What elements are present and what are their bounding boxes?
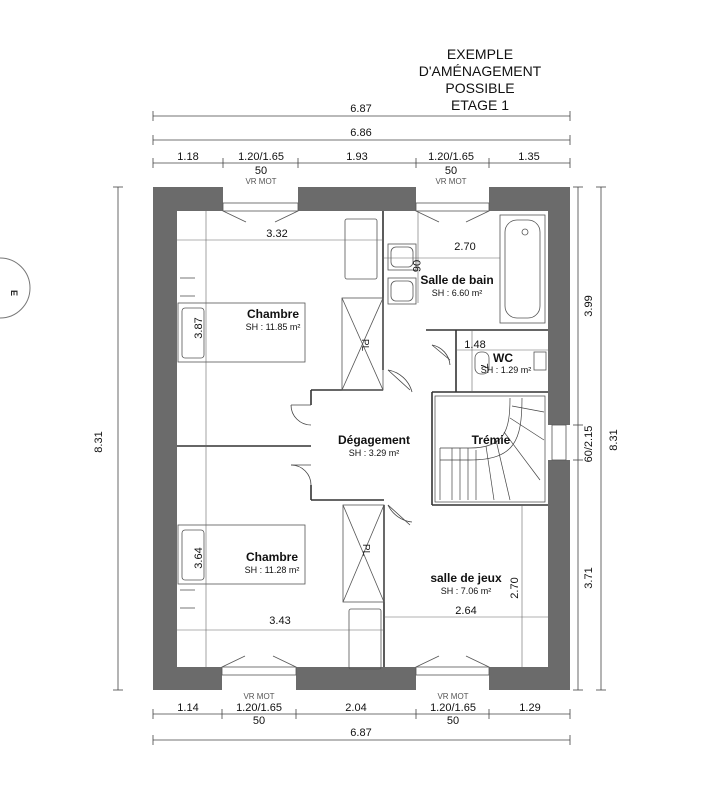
interior-walls (177, 211, 548, 667)
dim-top-seg-4: 1.20/1.65 (428, 151, 474, 163)
dim-bottom-seg-2: 1.20/1.65 (236, 702, 282, 714)
closet-label-2: PL (360, 544, 371, 557)
jeux-width: 2.64 (455, 605, 476, 617)
sdb-depth: 06 (410, 260, 422, 272)
dim-top-seg-2: 1.20/1.65 (238, 151, 284, 163)
furniture (177, 218, 385, 670)
wc-name: WC (493, 351, 513, 365)
bathroom-fixtures (387, 214, 547, 375)
title-line-3: POSSIBLE (445, 80, 515, 96)
dim-right-upper: 3.99 (583, 295, 595, 316)
dim-bottom-seg-5: 1.29 (519, 702, 540, 714)
wc-area: SH : 1.29 m² (481, 365, 532, 375)
dim-left-total: 8.31 (93, 431, 105, 452)
jeux-depth: 2.70 (509, 577, 521, 598)
sdb-width: 2.70 (454, 241, 475, 253)
tremie-name: Trémie (472, 433, 511, 447)
window-label-top-right: VR MOT (435, 177, 466, 186)
chambre1-area: SH : 11.85 m² (246, 322, 301, 332)
dim-top-seg-5: 1.35 (518, 151, 539, 163)
room-measure-lines (177, 211, 548, 667)
dim-bottom-sub-1: 50 (253, 715, 265, 727)
dim-bottom-seg-1: 1.14 (177, 702, 198, 714)
sdb-name: Salle de bain (420, 273, 493, 287)
title-line-1: EXEMPLE (446, 46, 514, 62)
dim-top-sub-1: 50 (255, 165, 267, 177)
chambre1-depth: 3.87 (193, 317, 205, 338)
compass-label: E (9, 290, 19, 296)
jeux-area: SH : 7.06 m² (441, 586, 492, 596)
chambre2-name: Chambre (246, 550, 298, 564)
dimension-labels: 6.87 6.86 1.18 1.20/1.65 1.93 1.20/1.65 … (93, 103, 620, 739)
dim-top-total-1: 6.87 (350, 103, 371, 115)
dim-bottom-sub-2: 50 (447, 715, 459, 727)
closet-labels: PL PL (359, 339, 371, 557)
sdb-area: SH : 6.60 m² (432, 288, 483, 298)
compass-icon: E (0, 257, 31, 319)
window-label-bottom-right: VR MOT (437, 692, 468, 701)
title-line-2: D'AMÉNAGEMENT (418, 63, 542, 79)
chambre1-name: Chambre (247, 307, 299, 321)
dim-bottom-total: 6.87 (350, 727, 371, 739)
chambre2-area: SH : 11.28 m² (245, 565, 300, 575)
dim-top-seg-3: 1.93 (346, 151, 367, 163)
dim-bottom-seg-3: 2.04 (345, 702, 366, 714)
title-line-4: ETAGE 1 (450, 97, 510, 113)
dim-right-window: 60/2.15 (583, 426, 595, 463)
dim-top-seg-1: 1.18 (177, 151, 198, 163)
chambre2-width: 3.43 (269, 615, 290, 627)
window-labels: VR MOT VR MOT VR MOT VR MOT (243, 177, 468, 701)
dimension-lines (113, 111, 606, 745)
wc-depth: 7 (478, 363, 489, 369)
staircase (434, 395, 546, 503)
room-labels: Chambre SH : 11.85 m² 3.32 3.87 Salle de… (193, 228, 531, 627)
window-label-top-left: VR MOT (245, 177, 276, 186)
chambre1-width: 3.32 (266, 228, 287, 240)
closet-label-1: PL (359, 339, 370, 352)
wc-width: 1.48 (464, 339, 485, 351)
dim-right-total: 8.31 (608, 429, 620, 450)
doors (290, 344, 451, 526)
exterior-walls (153, 187, 570, 690)
chambre2-depth: 3.64 (193, 547, 205, 568)
degagement-area: SH : 3.29 m² (349, 448, 400, 458)
dim-top-total-2: 6.86 (350, 127, 371, 139)
window-frames (221, 202, 567, 676)
dim-right-lower: 3.71 (583, 567, 595, 588)
jeux-name: salle de jeux (430, 571, 502, 585)
degagement-name: Dégagement (338, 433, 410, 447)
plan-title: EXEMPLE D'AMÉNAGEMENT POSSIBLE ETAGE 1 (400, 46, 560, 114)
dim-bottom-seg-4: 1.20/1.65 (430, 702, 476, 714)
window-label-bottom-left: VR MOT (243, 692, 274, 701)
dim-top-sub-2: 50 (445, 165, 457, 177)
